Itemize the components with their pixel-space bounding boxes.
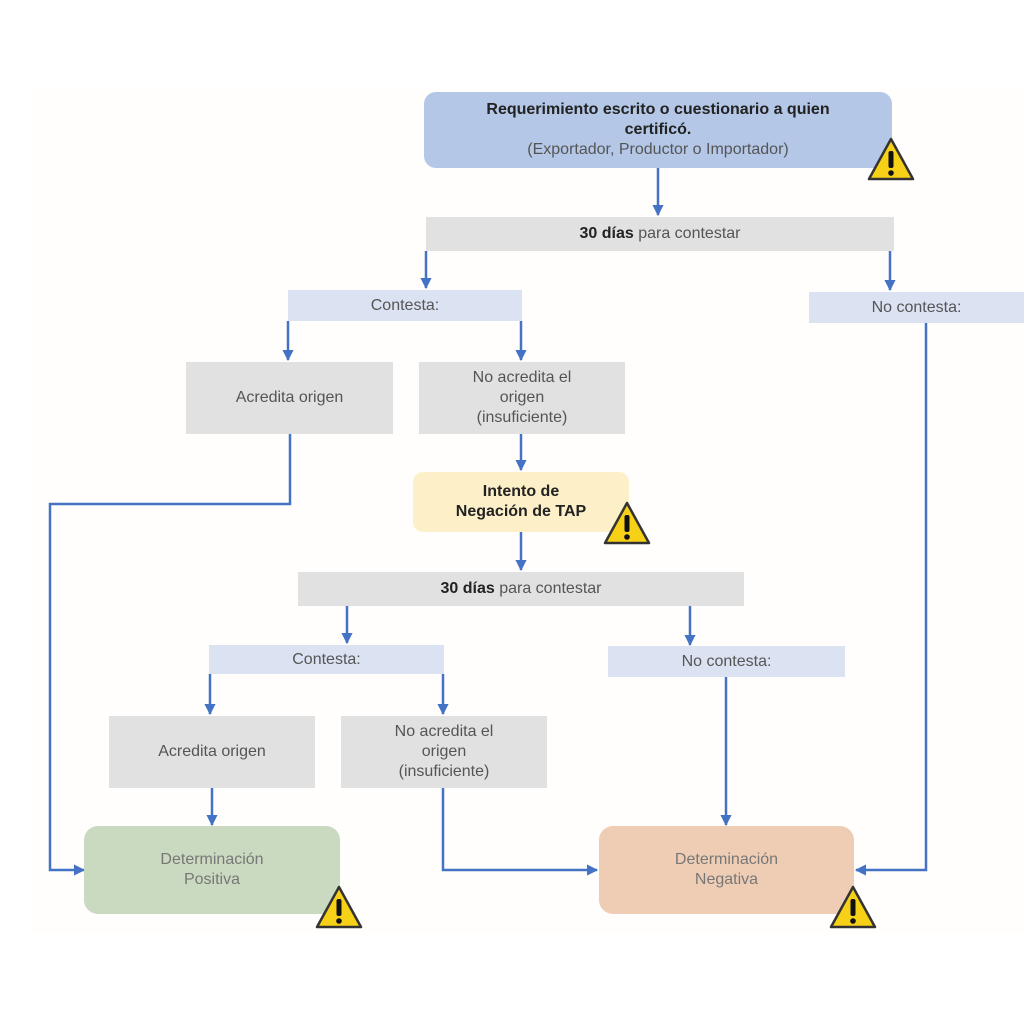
arrow-noacredita2-to-negativa (441, 788, 599, 876)
deadline-2-days: 30 días (440, 580, 495, 597)
acredita-node-2: Acredita origen (109, 716, 315, 788)
intento-line-2: Negación de TAP (455, 503, 587, 520)
deadline-2-text: para contestar (494, 580, 602, 597)
negativa-line-1: Determinación (674, 851, 779, 868)
arrow-nocontesta1-to-negativa (854, 323, 928, 876)
warning-triangle-icon (867, 137, 915, 181)
no-acredita-2-line-2: origen (421, 743, 467, 760)
intento-negacion-node: Intento de Negación de TAP (413, 472, 629, 532)
acredita-1-label: Acredita origen (235, 389, 344, 406)
no-acredita-2-line-3: (insuficiente) (398, 763, 490, 780)
warning-triangle-icon (829, 885, 877, 929)
start-subtitle: (Exportador, Productor o Importador) (527, 141, 789, 158)
no-contesta-node-1: No contesta: (809, 292, 1024, 323)
deadline-node-1: 30 días para contestar (426, 217, 894, 251)
deadline-1-text: para contestar (633, 225, 741, 242)
warning-triangle-icon (603, 501, 651, 545)
negativa-line-2: Negativa (694, 871, 759, 888)
acredita-node-1: Acredita origen (186, 362, 393, 434)
arrow-acredita1-to-positiva (48, 434, 292, 876)
contesta-node-1: Contesta: (288, 290, 522, 321)
no-acredita-1-line-2: origen (499, 389, 545, 406)
start-title: Requerimiento escrito o cuestionario a q… (486, 101, 830, 138)
determinacion-negativa-node: Determinación Negativa (599, 826, 854, 914)
contesta-1-label: Contesta: (370, 296, 440, 314)
acredita-2-label: Acredita origen (158, 743, 266, 760)
contesta-node-2: Contesta: (209, 645, 444, 674)
intento-line-1: Intento de (482, 483, 560, 500)
no-acredita-2-line-1: No acredita el (394, 723, 494, 740)
no-contesta-node-2: No contesta: (608, 646, 845, 677)
start-node: Requerimiento escrito o cuestionario a q… (424, 92, 892, 168)
positiva-line-2: Positiva (183, 871, 241, 888)
no-acredita-node-2: No acredita el origen (insuficiente) (341, 716, 547, 788)
warning-triangle-icon (315, 885, 363, 929)
determinacion-positiva-node: Determinación Positiva (84, 826, 340, 914)
contesta-2-label: Contesta: (292, 650, 361, 668)
deadline-1-days: 30 días (579, 225, 634, 242)
deadline-node-2: 30 días para contestar (298, 572, 744, 606)
no-acredita-1-line-1: No acredita el (472, 369, 572, 386)
no-contesta-1-label: No contesta: (871, 298, 962, 316)
positiva-line-1: Determinación (160, 851, 264, 868)
no-acredita-1-line-3: (insuficiente) (476, 409, 568, 426)
no-contesta-2-label: No contesta: (681, 652, 772, 670)
no-acredita-node-1: No acredita el origen (insuficiente) (419, 362, 625, 434)
